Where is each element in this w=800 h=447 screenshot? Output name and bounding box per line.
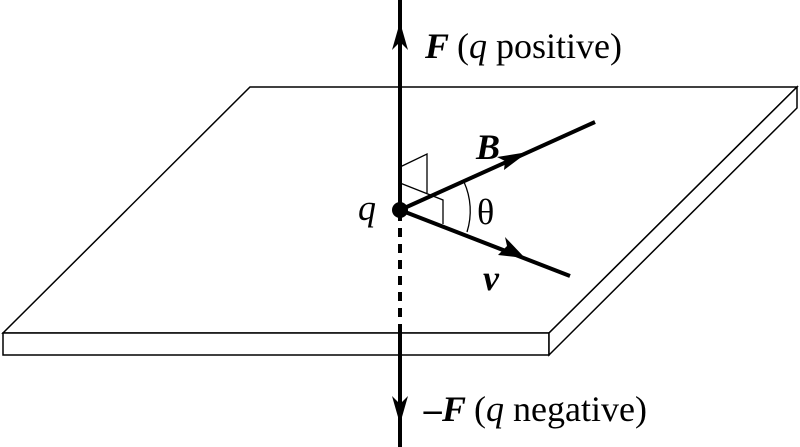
force-positive-label: F(q positive) bbox=[424, 26, 622, 66]
negative-text: negative) bbox=[504, 389, 647, 429]
force-positive-arrowhead bbox=[392, 22, 408, 50]
positive-text: positive) bbox=[487, 26, 622, 66]
magnetic-field-label: B bbox=[475, 127, 500, 167]
charge-dot bbox=[392, 202, 408, 218]
angle-arc bbox=[463, 181, 471, 233]
velocity-label: v bbox=[483, 258, 500, 298]
plate-side-face bbox=[548, 85, 798, 357]
velocity-arrowhead bbox=[498, 237, 525, 258]
plate-front-face bbox=[2, 332, 550, 356]
angle-label: θ bbox=[477, 192, 494, 232]
right-angle-marker-b bbox=[399, 152, 428, 193]
magnetic-field-arrowhead bbox=[497, 152, 528, 170]
force-symbol: F bbox=[424, 26, 449, 66]
charge-symbol: q bbox=[486, 389, 504, 429]
force-negative-label: –F(q negative) bbox=[423, 389, 647, 429]
right-angle-marker-v bbox=[399, 182, 444, 224]
velocity-vector bbox=[399, 208, 571, 278]
force-negative-arrowhead bbox=[392, 396, 408, 424]
negative-force-symbol: –F bbox=[423, 389, 466, 429]
charge-symbol: q bbox=[469, 26, 487, 66]
charge-label: q bbox=[358, 188, 376, 228]
paren-open: ( bbox=[457, 26, 469, 66]
paren-open: ( bbox=[474, 389, 486, 429]
